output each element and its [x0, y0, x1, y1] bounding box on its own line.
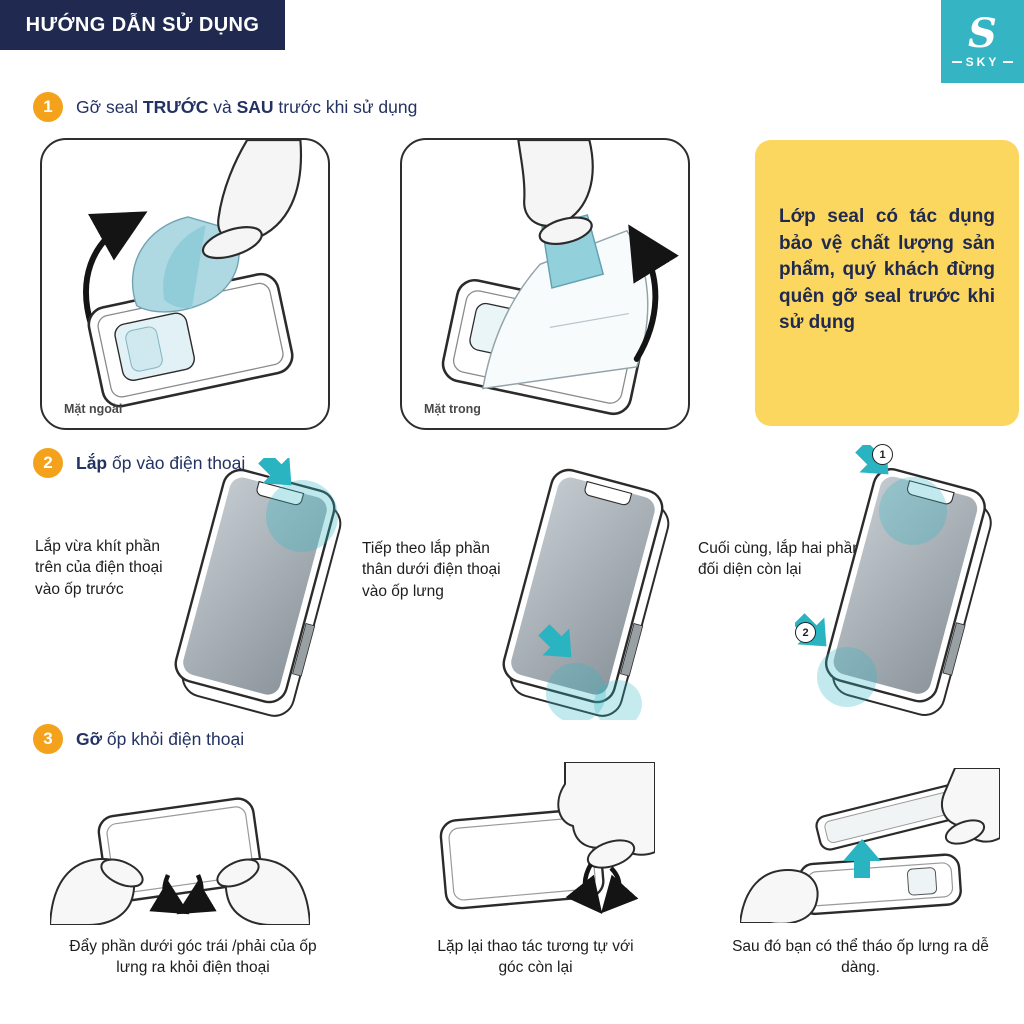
page-title: HƯỚNG DẪN SỬ DỤNG: [25, 13, 260, 36]
step-3-title-bold: Gỡ: [76, 728, 103, 749]
seal-note-box: Lớp seal có tác dụng bảo vệ chất lượng s…: [755, 140, 1019, 426]
seal-outer-panel: Mặt ngoài: [40, 138, 330, 430]
lift-case-illustration: [740, 768, 1000, 923]
step2-caption-1: Lắp vừa khít phần trên của điện thoại và…: [35, 538, 163, 598]
seal-inner-panel: Mặt trong: [400, 138, 690, 430]
logo-letter: S: [968, 10, 997, 57]
step-1-header: 1 Gỡ seal TRƯỚC và SAU trước khi sử dụng: [33, 92, 417, 122]
phone-insert-top-figure: [150, 458, 355, 720]
logo-name: SKY: [965, 55, 1000, 69]
step-3-title: Gỡ ốp khỏi điện thoại: [76, 729, 244, 750]
lift-case-figure: [740, 768, 1000, 923]
step-1-title-mid: và: [208, 96, 237, 117]
step2-caption-2: Tiếp theo lắp phần thân dưới điện thoại …: [362, 540, 501, 600]
panel-label-inner: Mặt trong: [424, 402, 481, 416]
phone-insert-bottom-illustration: [502, 468, 670, 720]
step-1-badge: 1: [33, 92, 63, 122]
phone-insert-top-illustration: [174, 458, 342, 717]
remove-corner-figure: [50, 765, 310, 925]
phone-insert-sides-figure: [795, 445, 1010, 720]
phone-insert-bottom-figure: [478, 458, 683, 720]
step-1-title-post: trước khi sử dụng: [273, 96, 418, 117]
step-3-title-rest: ốp khỏi điện thoại: [102, 728, 245, 749]
sequence-marker-1: 1: [872, 444, 893, 465]
panel-label-outer: Mặt ngoài: [64, 402, 123, 416]
step-2-title-bold: Lắp: [76, 452, 108, 473]
sequence-marker-2: 2: [795, 622, 816, 643]
step-3-header: 3 Gỡ ốp khỏi điện thoại: [33, 724, 244, 754]
step-2-header: 2 Lắp ốp vào điện thoại: [33, 448, 245, 478]
step-1-title: Gỡ seal TRƯỚC và SAU trước khi sử dụng: [76, 97, 417, 118]
step-3-badge: 3: [33, 724, 63, 754]
step-1-title-bold2: SAU: [236, 96, 274, 117]
step3-caption-3: Sau đó bạn có thể tháo ốp lưng ra dễ dàn…: [732, 938, 989, 977]
brand-logo: S SKY: [941, 0, 1024, 83]
step3-caption-2: Lặp lại thao tác tương tự với góc còn lạ…: [437, 938, 634, 977]
logo-line-right: [1003, 61, 1014, 63]
header-banner: HƯỚNG DẪN SỬ DỤNG: [0, 0, 285, 50]
remove-corner-illustration: [50, 797, 310, 925]
step-2-title-rest: ốp vào điện thoại: [107, 452, 246, 473]
repeat-corner-figure: [415, 762, 655, 927]
repeat-corner-illustration: [439, 762, 655, 915]
step-2-title: Lắp ốp vào điện thoại: [76, 453, 245, 474]
phone-insert-sides-illustration: [795, 445, 992, 716]
logo-line-left: [951, 61, 962, 63]
logo-name-row: SKY: [951, 55, 1014, 69]
seal-note-text: Lớp seal có tác dụng bảo vệ chất lượng s…: [779, 206, 995, 334]
step-1-title-bold1: TRƯỚC: [142, 96, 209, 117]
peel-outer-illustration: [83, 140, 303, 408]
step-1-title-pre: Gỡ seal: [76, 96, 143, 117]
step3-caption-1: Đẩy phần dưới góc trái /phải của ốp lưng…: [69, 938, 317, 977]
step-2-badge: 2: [33, 448, 63, 478]
step2-caption-3: Cuối cùng, lắp hai phần đối diện còn lại: [698, 540, 861, 579]
peel-inner-illustration: [441, 140, 679, 416]
